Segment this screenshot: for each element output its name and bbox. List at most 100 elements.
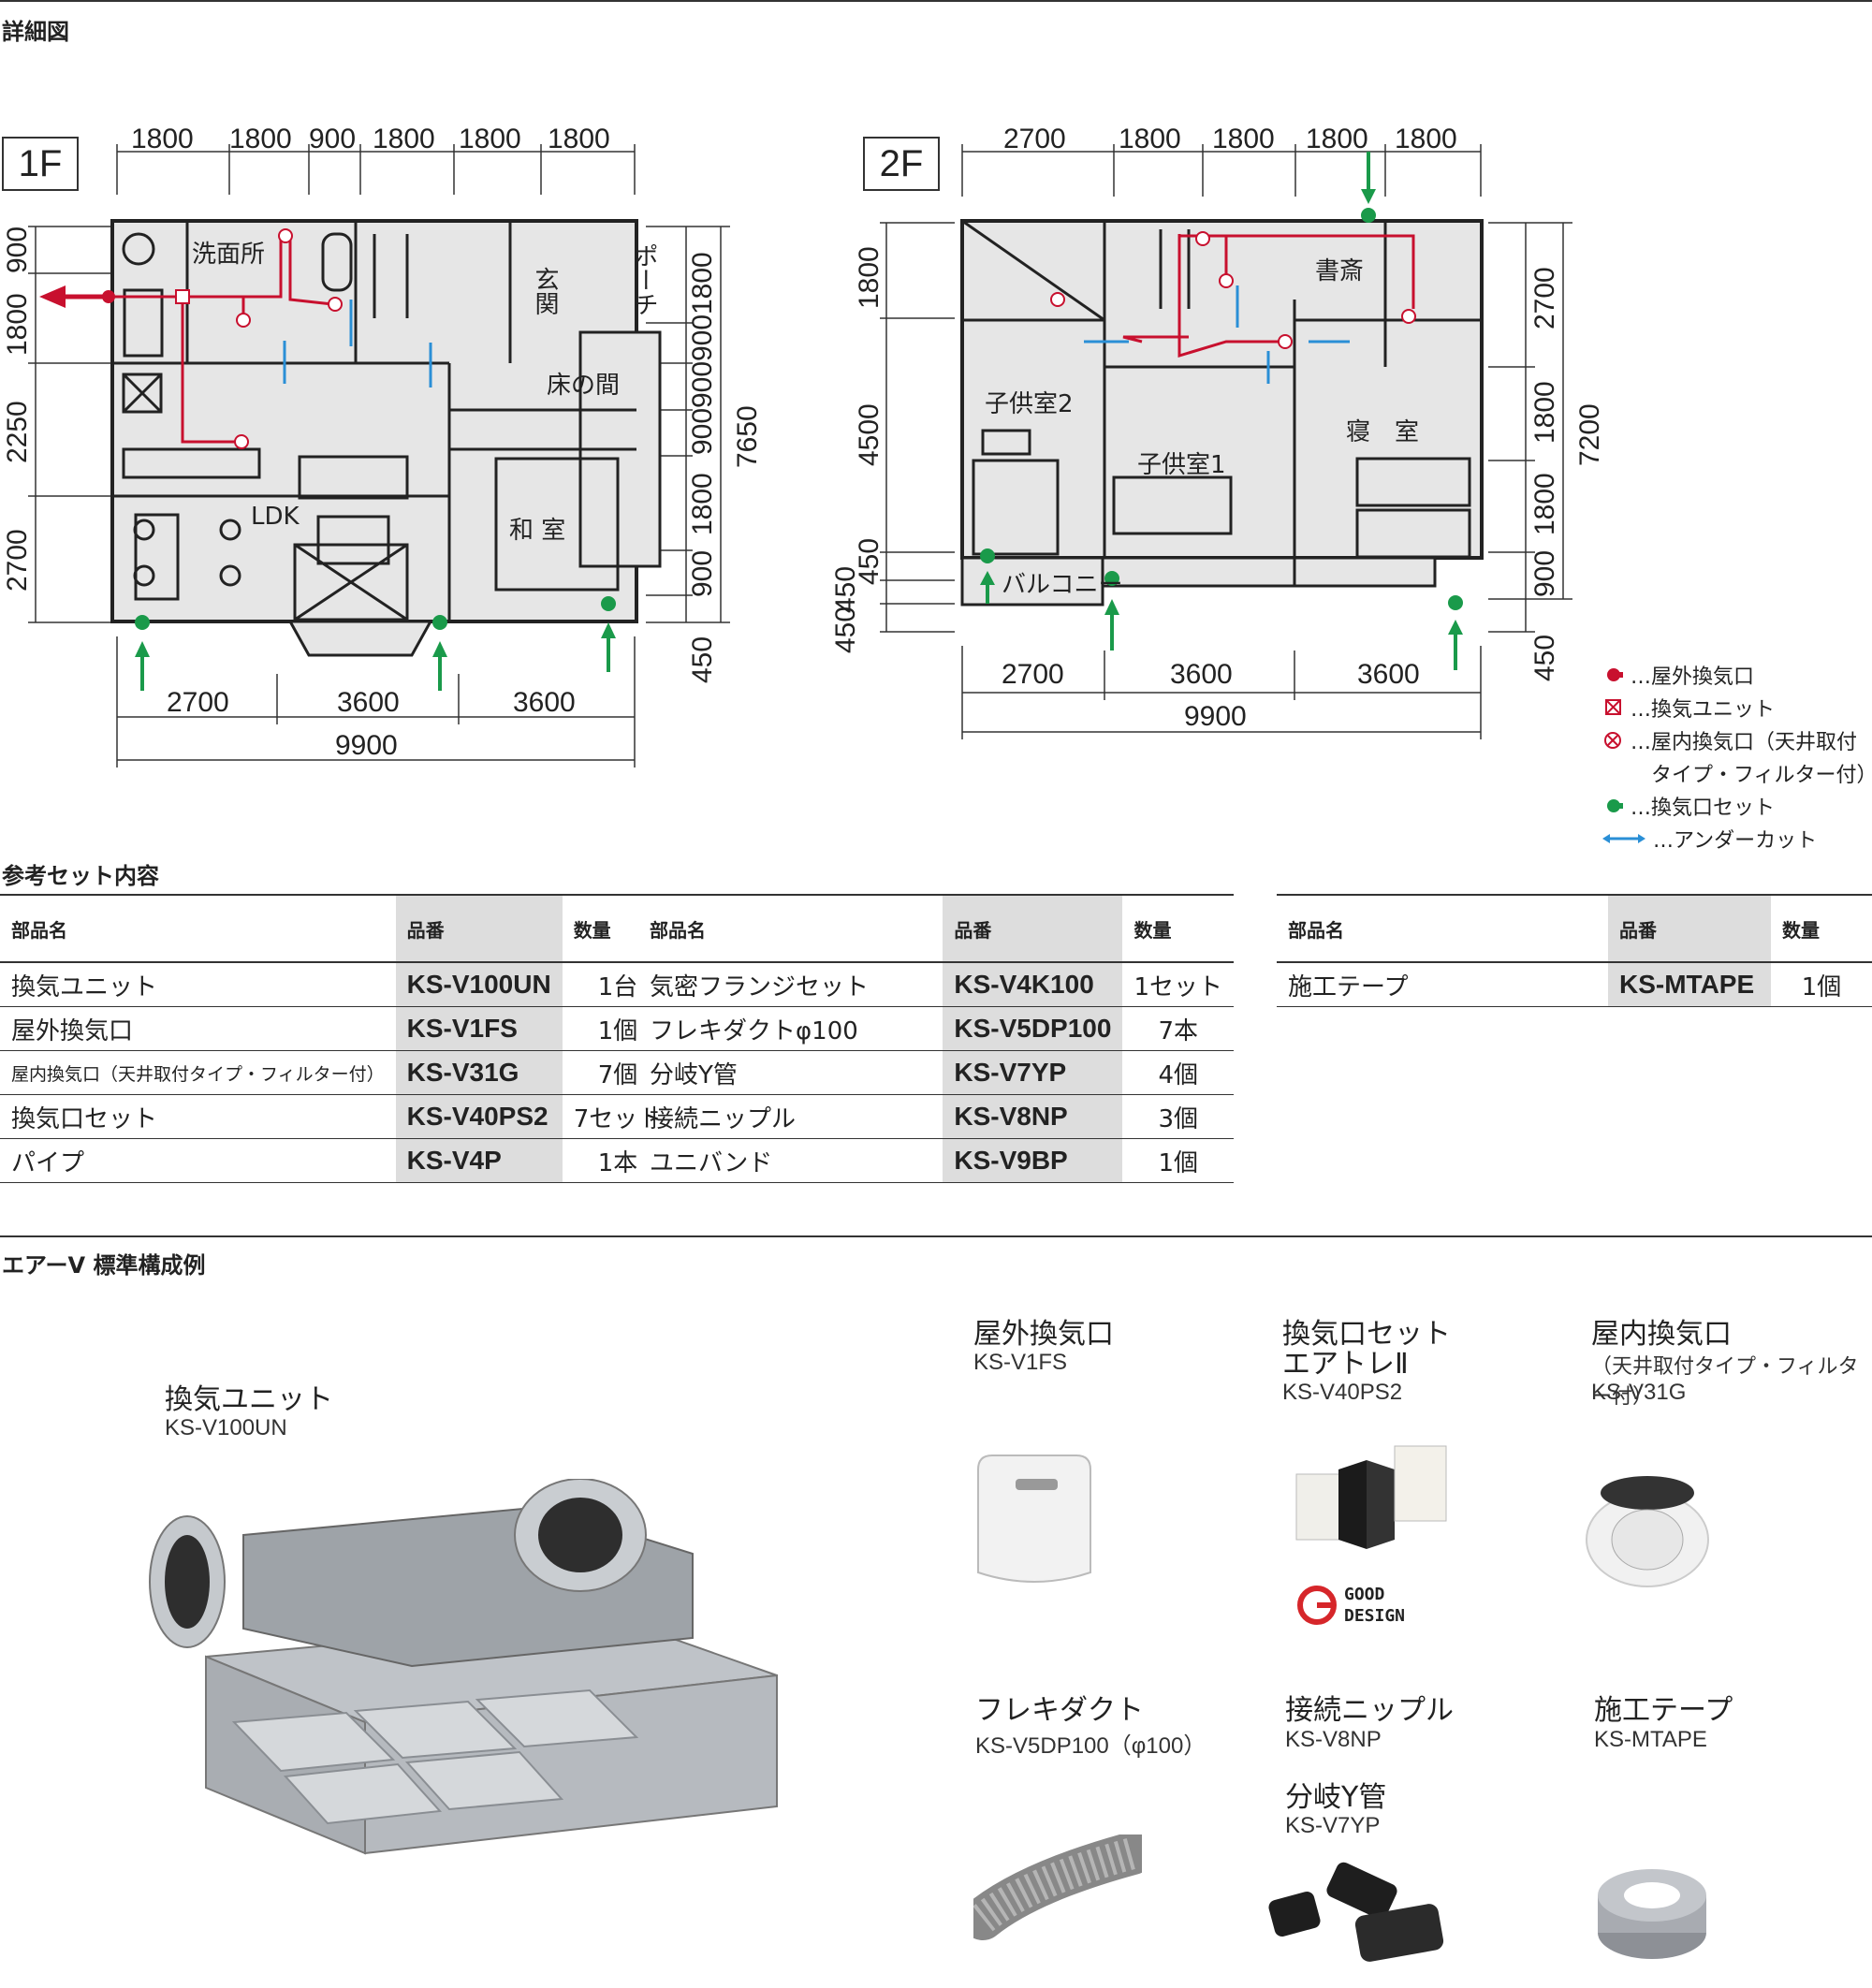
ventilation-unit-icon <box>1605 699 1621 715</box>
dim-1f-top-5: 1800 <box>459 124 521 154</box>
room-child1: 子供室1 <box>1137 451 1226 479</box>
part-code: KS-V4P <box>395 1138 563 1183</box>
dim-1f-top-3: 900 <box>309 124 356 154</box>
dim-2f-bottom-2: 3600 <box>1170 659 1233 690</box>
part-qty: 3個 <box>1122 1094 1234 1139</box>
product-code-ventset: KS-V40PS2 <box>1282 1380 1403 1405</box>
dim-2f-bottom-3: 3600 <box>1357 659 1420 690</box>
standard-title: エアーV 標準構成例 <box>2 1252 206 1279</box>
floor-label-1f: 1F <box>2 137 79 191</box>
part-code: KS-MTAPE <box>1608 962 1771 1007</box>
legend-ventset-label: …換気口セット <box>1631 797 1776 820</box>
col-name: 部品名 <box>638 894 943 963</box>
product-code-indoor: KS-V31G <box>1591 1380 1687 1405</box>
dim-2f-top-5: 1800 <box>1395 124 1457 154</box>
part-code: KS-V1FS <box>395 1006 563 1051</box>
product-name-indoor: 屋内換気口 <box>1591 1318 1732 1351</box>
room-tokonoma: 床の間 <box>547 372 620 400</box>
parts-title: 参考セット内容 <box>2 863 159 889</box>
dim-2f-left-4: 450 <box>833 566 861 613</box>
outdoor-vent-icon <box>1607 668 1623 681</box>
dim-1f-right-6: 900 <box>687 550 718 597</box>
col-name: 部品名 <box>0 894 396 963</box>
good-design-icon <box>1297 1586 1337 1625</box>
legend-outdoor-label: …屋外換気口 <box>1631 665 1755 689</box>
legend-unit: …換気ユニット <box>1601 693 1775 723</box>
part-name: 屋外換気口 <box>0 1006 396 1051</box>
part-code: KS-V31G <box>395 1050 563 1095</box>
part-code: KS-V9BP <box>943 1138 1123 1183</box>
legend-outdoor: …屋外換気口 <box>1601 660 1754 690</box>
ventilation-unit-image <box>149 1479 778 1855</box>
col-qty: 数量 <box>1771 894 1872 963</box>
room-ldk: LDK <box>251 503 300 531</box>
dim-2f-bottom-1: 2700 <box>1002 659 1064 690</box>
col-name: 部品名 <box>1277 894 1608 963</box>
legend-indoor: …屋内換気口（天井取付 <box>1601 725 1857 755</box>
dim-1f-left-1: 900 <box>2 227 33 273</box>
part-code: KS-V4K100 <box>943 962 1123 1007</box>
part-name: 分岐Y管 <box>638 1050 943 1095</box>
dim-1f-top-4: 1800 <box>373 124 435 154</box>
dim-1f-right-1: 1800 <box>687 252 718 314</box>
dim-2f-right-total: 7200 <box>1574 403 1605 466</box>
dim-2f-right-5: 450 <box>1529 635 1560 681</box>
tape-image <box>1598 1869 1706 1959</box>
indoor-vent-image <box>1586 1476 1709 1587</box>
room-entrance: 玄関 <box>531 267 559 315</box>
room-balcony: バルコニー <box>1002 571 1122 599</box>
flex-duct-image <box>973 1835 1142 1940</box>
dim-2f-top-3: 1800 <box>1212 124 1275 154</box>
dim-2f-left-1: 1800 <box>854 246 885 309</box>
col-qty: 数量 <box>1122 894 1234 963</box>
dim-1f-top-6: 1800 <box>548 124 610 154</box>
part-name: フレキダクトφ100 <box>638 1006 943 1051</box>
table-header-row: 部品名 品番 数量 <box>0 894 674 963</box>
dim-2f-top-2: 1800 <box>1119 124 1181 154</box>
product-code-flexduct: KS-V5DP100（φ100） <box>975 1733 1207 1759</box>
table-header-row: 部品名 品番 数量 <box>1277 894 1872 963</box>
col-code: 品番 <box>1608 894 1771 963</box>
dim-2f-right-4: 900 <box>1529 550 1560 597</box>
indoor-vent-icon <box>1604 732 1621 749</box>
legend-undercut: …アンダーカット <box>1601 824 1817 854</box>
legend: …屋外換気口 …換気ユニット …屋内換気口（天井取付 タイプ・フィルター付） …… <box>1601 660 1872 856</box>
dim-1f-bottom-1: 2700 <box>167 687 229 718</box>
legend-unit-label: …換気ユニット <box>1631 698 1776 722</box>
dim-2f-left-5: 450 <box>833 607 861 653</box>
product-name-nipple: 接続ニップル <box>1285 1694 1454 1727</box>
dim-1f-top-1: 1800 <box>131 124 194 154</box>
nipple-ypipe-image <box>1268 1862 1444 1962</box>
good-design-label-1: GOOD <box>1344 1585 1385 1604</box>
floor-plan-2f: 2700 1800 1800 1800 1800 1800 4500 450 4… <box>833 124 1605 739</box>
room-bedroom: 寝 室 <box>1346 418 1419 446</box>
part-name: 接続ニップル <box>638 1094 943 1139</box>
part-name: 気密フランジセット <box>638 962 943 1007</box>
room-porch: ポーチ <box>630 243 658 316</box>
dim-1f-top-2: 1800 <box>229 124 292 154</box>
dim-1f-bottom-3: 3600 <box>513 687 576 718</box>
part-name: 屋内換気口（天井取付タイプ・フィルター付） <box>0 1050 396 1095</box>
dim-1f-right-5: 1800 <box>687 473 718 535</box>
dim-1f-right-2: 900 <box>687 314 718 361</box>
part-qty: 4個 <box>1122 1050 1234 1095</box>
legend-ventset: …換気口セット <box>1601 791 1775 821</box>
floor-label-2f: 2F <box>863 137 940 191</box>
dim-1f-bottom-2: 3600 <box>337 687 400 718</box>
col-code: 品番 <box>395 894 563 963</box>
room-study: 書斎 <box>1315 257 1364 285</box>
part-name: ユニバンド <box>638 1138 943 1183</box>
dim-2f-bottom-total: 9900 <box>1184 701 1247 732</box>
dim-1f-right-7: 450 <box>687 636 718 683</box>
